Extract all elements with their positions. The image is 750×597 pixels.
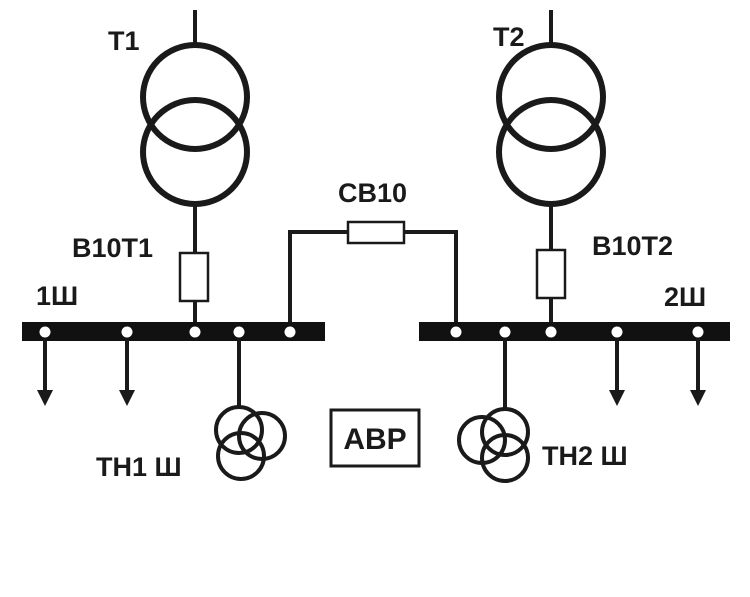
- avr-box[interactable]: ABP: [329, 408, 421, 468]
- bus-section-2: [419, 322, 730, 341]
- bus-node: [282, 324, 298, 340]
- bus-node: [609, 324, 625, 340]
- t1-primary-winding: [140, 42, 250, 152]
- cb10-right-link: [404, 230, 458, 324]
- avr-frame: [329, 408, 421, 468]
- breaker-cb10[interactable]: [346, 220, 406, 245]
- bus1-feeder-1: [37, 332, 53, 406]
- bus-node: [231, 324, 247, 340]
- t2-primary-winding: [496, 42, 606, 152]
- bus-section-1: [22, 322, 325, 341]
- bus-node: [497, 324, 513, 340]
- b10t2-label: B10T2: [592, 231, 673, 261]
- breaker-b10t2[interactable]: [535, 248, 567, 300]
- feeder-arrow-icon: [609, 390, 625, 406]
- bus2-label: 2Ш: [664, 282, 706, 312]
- transformer-t2: [496, 10, 606, 250]
- t2-label: T2: [493, 22, 525, 52]
- b10t1-label: B10T1: [72, 233, 153, 263]
- bus-node: [543, 324, 559, 340]
- feeder-arrow-icon: [690, 390, 706, 406]
- th1-label: TH1 Ш: [96, 452, 182, 482]
- t1-label: T1: [108, 26, 140, 56]
- cb10-label: CB10: [338, 178, 407, 208]
- bus-node: [119, 324, 135, 340]
- bus-node: [690, 324, 706, 340]
- bus2-feeder-1: [609, 332, 625, 406]
- bus-node: [448, 324, 464, 340]
- th2-label: TH2 Ш: [542, 441, 628, 471]
- transformer-t1: [140, 10, 250, 253]
- feeder-arrow-icon: [119, 390, 135, 406]
- voltage-transformer-th1: [214, 405, 287, 481]
- bus-node: [37, 324, 53, 340]
- bus-node: [187, 324, 203, 340]
- bus2-feeder-2: [690, 332, 706, 406]
- voltage-transformer-th2: [457, 407, 530, 483]
- avr-label: ABP: [343, 423, 406, 456]
- bus-nodes: [37, 324, 706, 340]
- bus1-label: 1Ш: [36, 281, 78, 311]
- cb10-left-link: [288, 230, 348, 324]
- bus1-feeder-2: [119, 332, 135, 406]
- breaker-b10t1[interactable]: [178, 251, 210, 303]
- feeder-arrow-icon: [37, 390, 53, 406]
